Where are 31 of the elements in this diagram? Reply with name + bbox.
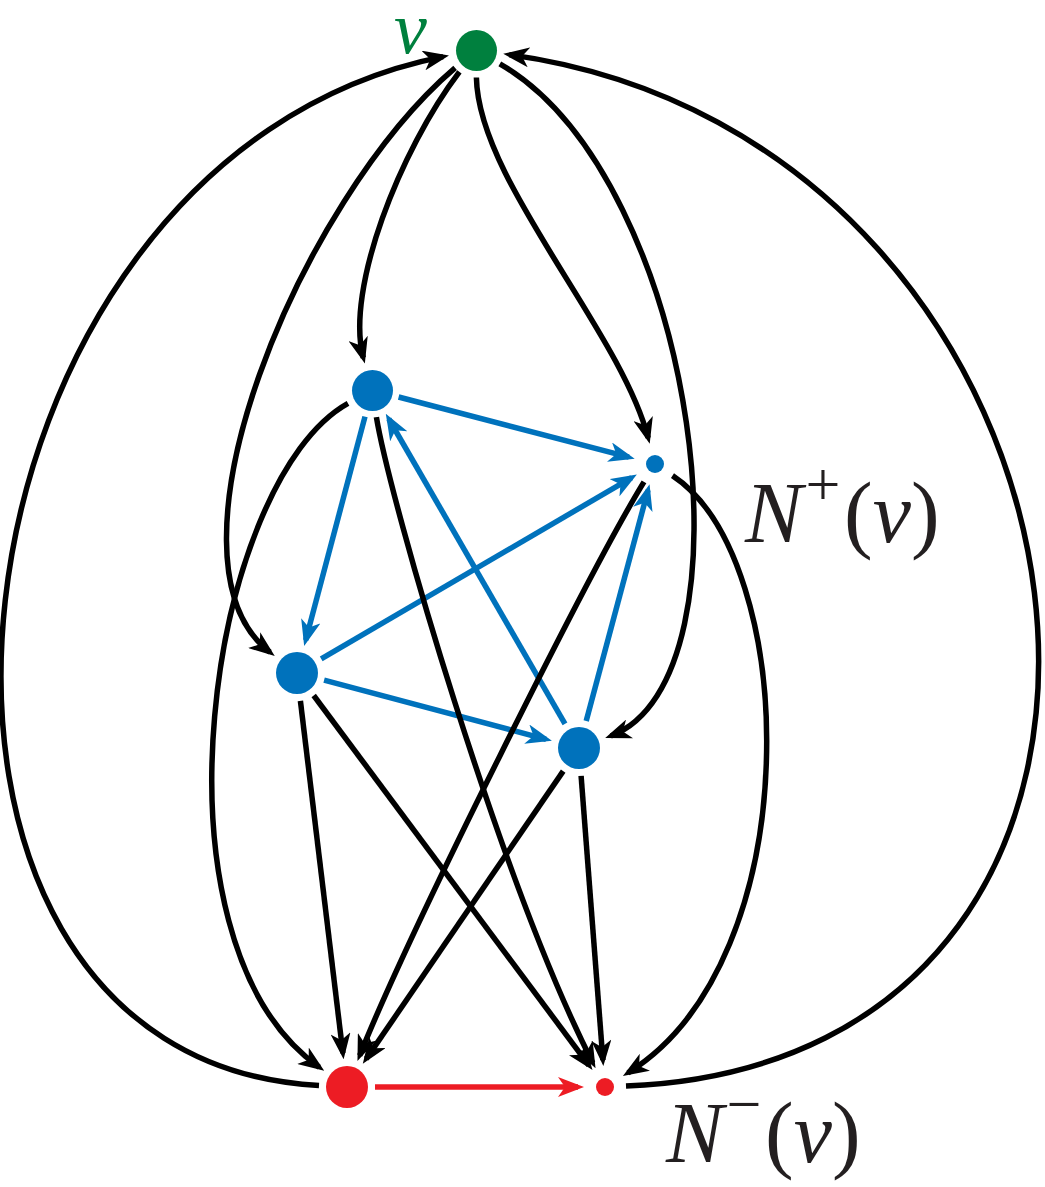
arrow (209, 401, 350, 1072)
arrow (385, 413, 568, 726)
arrow (0, 53, 449, 1089)
set-label: N$^{+}$(v) (745, 466, 940, 561)
arrow (357, 480, 647, 1061)
vertex-label: v (394, 2, 427, 56)
arrow (397, 394, 635, 462)
arrow (301, 415, 368, 646)
arrow (323, 677, 552, 744)
vertex-dot (558, 727, 600, 769)
arrow (375, 1077, 584, 1097)
arrow (319, 474, 637, 662)
vertex-dot (646, 455, 664, 473)
arrow (583, 484, 653, 722)
arrow (498, 61, 697, 740)
arrow (623, 473, 769, 1077)
vertex-dot (455, 29, 497, 71)
vertex-dot (326, 1066, 368, 1108)
arrow (373, 416, 596, 1069)
arrow (503, 49, 1039, 1089)
vertex-dot (351, 369, 393, 411)
arrow (297, 700, 351, 1060)
arrow (350, 70, 462, 364)
arrow (578, 775, 612, 1067)
arrow (311, 693, 593, 1071)
vertex-dot (276, 652, 318, 694)
vertex-dot (596, 1078, 614, 1096)
arrow (473, 77, 652, 444)
arrow (362, 769, 566, 1064)
set-label: N$^{−}$(v) (666, 1086, 861, 1181)
arrow (223, 65, 457, 657)
